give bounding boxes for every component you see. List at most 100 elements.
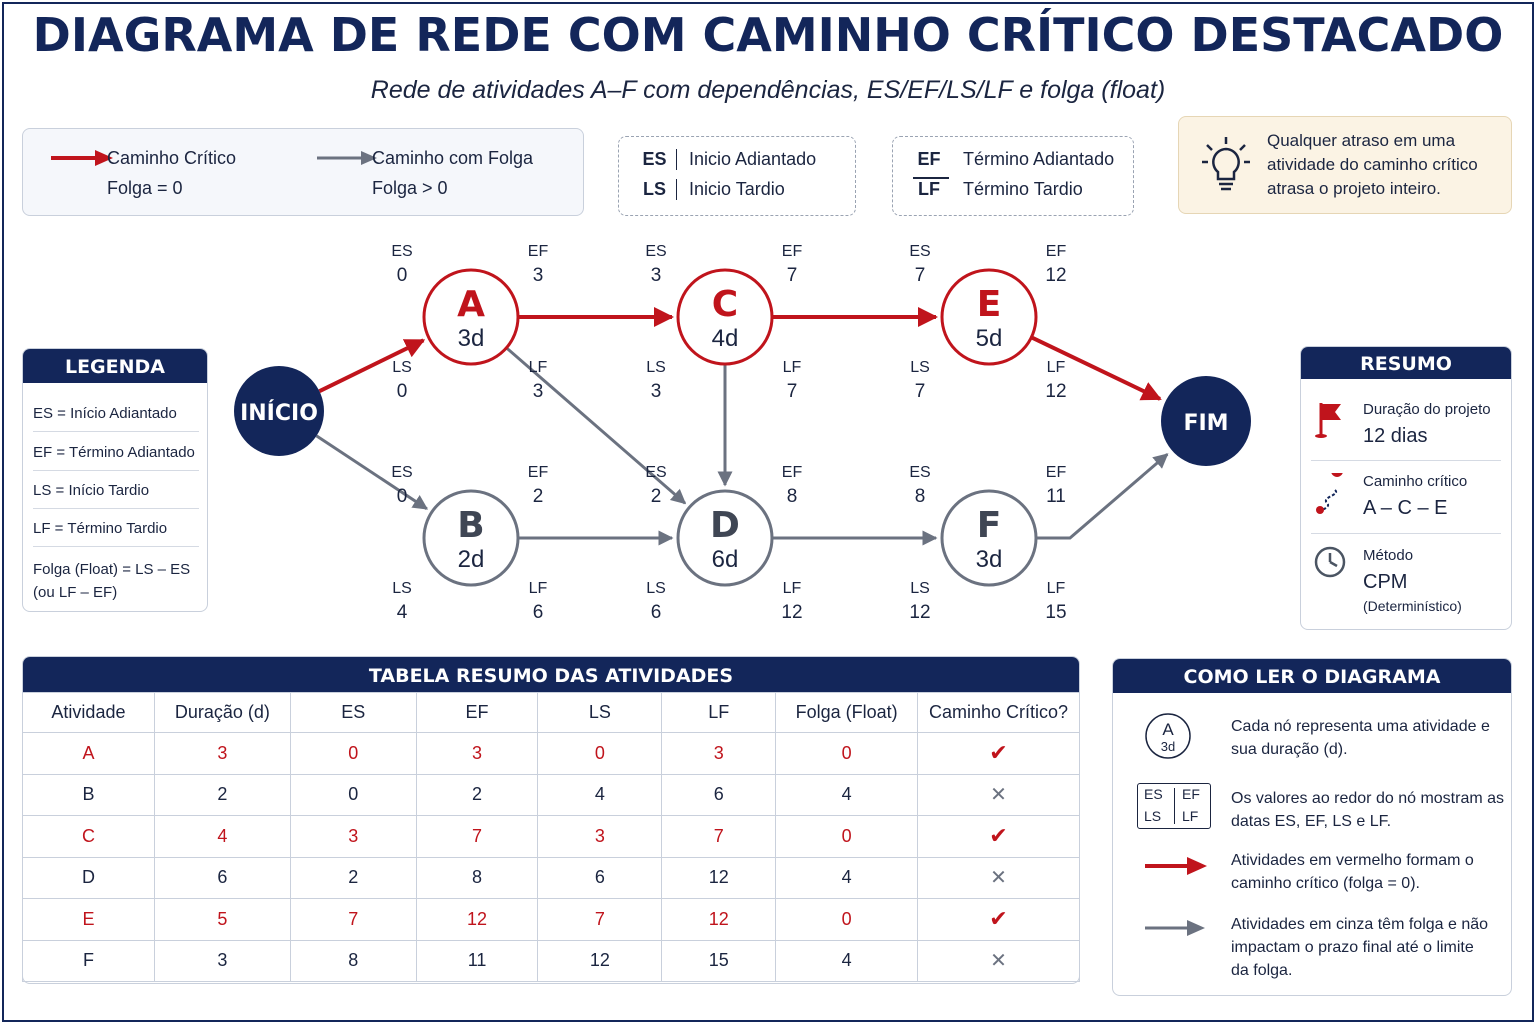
col-header: LF — [661, 692, 777, 733]
table-cell: 2 — [289, 856, 417, 899]
col-header: EF — [415, 692, 539, 733]
col-header: Folga (Float) — [775, 692, 919, 733]
table-cell: 7 — [537, 898, 663, 941]
critical-arrow-icon — [51, 150, 113, 166]
float-path-label: Caminho com Folga — [372, 148, 534, 168]
node-lf-value: 12 — [1045, 381, 1067, 402]
cross-icon: ✕ — [917, 773, 1080, 816]
legend-row: Folga (Float) = LS – ES — [33, 561, 191, 578]
table-cell: 8 — [289, 939, 417, 982]
table-cell: B — [22, 773, 155, 816]
node-id: A — [457, 284, 485, 325]
abbr-ef-row: EF Término Adiantado — [907, 149, 1114, 170]
table-cell: 3 — [153, 939, 291, 982]
table-cell: 7 — [289, 898, 417, 941]
table-cell: 7 — [415, 815, 539, 858]
table-cell: A — [22, 732, 155, 775]
col-header: Duração (d) — [153, 692, 291, 733]
node-duration: 5d — [976, 325, 1003, 352]
node-duration: 3d — [976, 546, 1003, 573]
node-lf-value: 7 — [786, 381, 798, 402]
table-cell: 0 — [537, 732, 663, 775]
table-cell: 3 — [153, 732, 291, 775]
node-es-label: ES — [909, 243, 931, 260]
node-ef-label: EF — [1045, 464, 1067, 481]
start-abbr-box: ES Inicio Adiantado LS Inicio Tardio — [618, 136, 856, 216]
node-ls-value: 7 — [914, 381, 926, 402]
abbr-text: Inicio Adiantado — [689, 149, 817, 169]
node-lf-label: LF — [1046, 580, 1066, 597]
edge-A-D — [505, 346, 687, 505]
node-F — [940, 489, 1038, 587]
legend-divider — [33, 546, 199, 547]
node-lf-label: LF — [782, 359, 802, 376]
abbr-text: Término Tardio — [963, 179, 1083, 199]
legend-divider — [33, 470, 199, 471]
summary-extra: (Determinístico) — [1363, 598, 1462, 614]
how-item-text: Atividades em vermelho formam o caminho … — [1231, 852, 1474, 892]
table-cell: 6 — [661, 773, 777, 816]
node-example-icon: A 3d — [1145, 713, 1191, 759]
table-cell: 12 — [415, 898, 539, 941]
legend-row: ES = Início Adiantado — [33, 405, 177, 422]
clock-icon — [1314, 546, 1346, 578]
col-header: Atividade — [22, 692, 155, 733]
critical-path-label: Caminho Crítico — [107, 148, 237, 168]
abbr-key: EF — [917, 149, 941, 169]
node-id: F — [977, 505, 1002, 546]
node-duration: 4d — [712, 325, 739, 352]
summary-panel: RESUMO Duração do projeto 12 dias Caminh… — [1300, 346, 1512, 630]
node-ls-value: 3 — [650, 381, 662, 402]
abbr-text: Término Adiantado — [963, 149, 1115, 169]
node-ef-value: 12 — [1045, 265, 1067, 286]
node-B — [422, 489, 520, 587]
table-cell: F — [22, 939, 155, 982]
critical-arrow-icon — [1145, 857, 1207, 875]
check-icon: ✔ — [917, 898, 1080, 941]
table-cell: 4 — [775, 939, 919, 982]
tip-text: Qualquer atraso em uma atividade do cami… — [1267, 131, 1478, 198]
node-lf-label: LF — [528, 580, 548, 597]
node-ls-value: 4 — [396, 602, 408, 623]
cross-icon: ✕ — [917, 856, 1080, 899]
table-cell: 5 — [153, 898, 291, 941]
legend-row: EF = Término Adiantado — [33, 444, 195, 461]
float-arrow-icon — [317, 151, 377, 165]
summary-divider — [1311, 533, 1501, 534]
table-cell: 3 — [289, 815, 417, 858]
node-id: B — [457, 505, 484, 546]
table-cell: 3 — [537, 815, 663, 858]
abbr-text: Inicio Tardio — [689, 179, 785, 199]
node-example-id: A — [1162, 720, 1174, 739]
grid-ls: LS — [1144, 808, 1162, 824]
col-header: Caminho Crítico? — [917, 692, 1080, 733]
legend-row: LS = Início Tardio — [33, 482, 150, 499]
table-cell: 12 — [661, 898, 777, 941]
table-cell: 4 — [153, 815, 291, 858]
node-ls-label: LS — [646, 580, 666, 597]
node-es-label: ES — [391, 243, 413, 260]
table-cell: 6 — [153, 856, 291, 899]
abbr-key: ES — [633, 149, 677, 170]
table-cell: C — [22, 815, 155, 858]
node-ls-label: LS — [392, 359, 412, 376]
node-lf-value: 12 — [781, 602, 803, 623]
node-es-label: ES — [909, 464, 931, 481]
node-ls-value: 12 — [909, 602, 931, 623]
float-path-sub: Folga > 0 — [372, 178, 448, 198]
node-ls-label: LS — [910, 359, 930, 376]
node-ef-label: EF — [781, 464, 803, 481]
col-header: ES — [289, 692, 417, 733]
end-node — [1161, 376, 1251, 466]
table-cell: 3 — [415, 732, 539, 775]
route-icon — [1316, 473, 1343, 514]
node-es-label: ES — [645, 243, 667, 260]
table-cell: 15 — [661, 939, 777, 982]
how-to-read-title: COMO LER O DIAGRAMA — [1113, 659, 1511, 693]
table-header-row: Atividade Duração (d) ES EF LS LF Folga … — [22, 692, 1080, 733]
legend-title: LEGENDA — [23, 349, 207, 383]
